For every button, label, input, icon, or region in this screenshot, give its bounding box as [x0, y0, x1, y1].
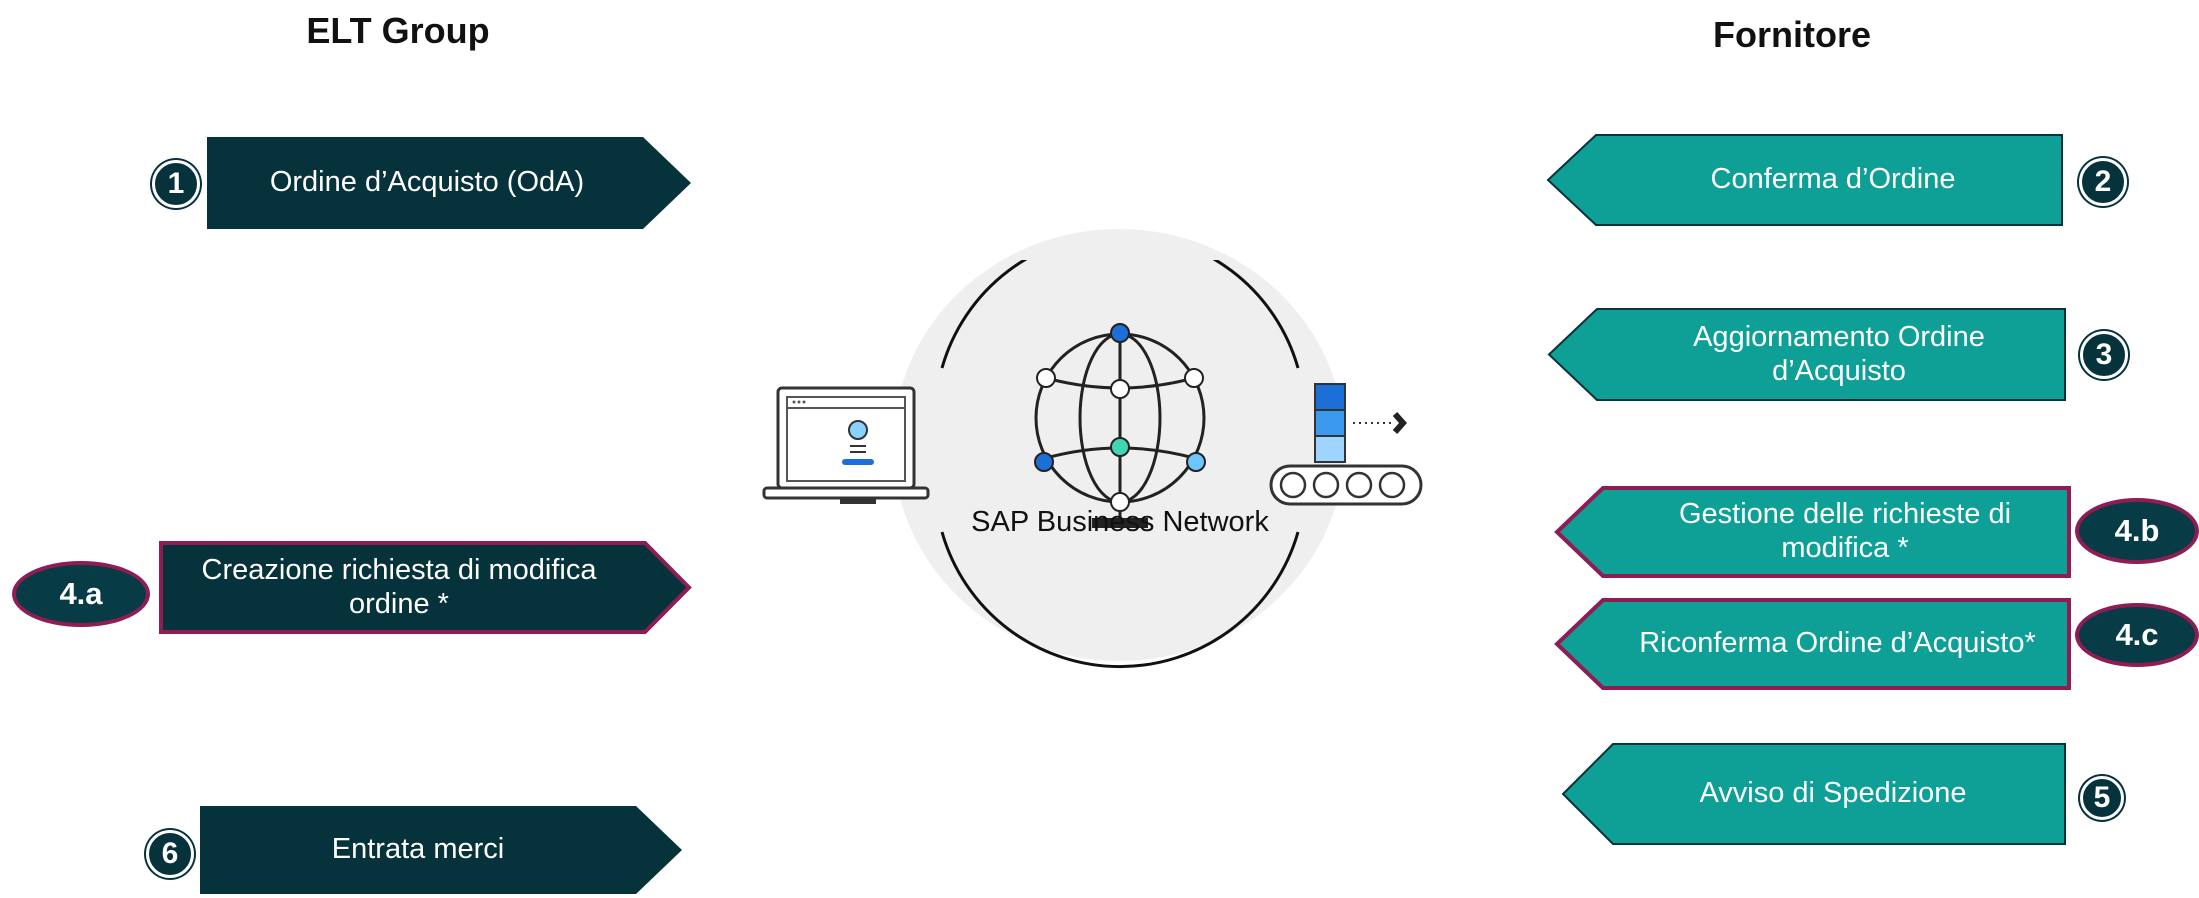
arrow-shape — [200, 806, 682, 894]
step-badge-1: 1 — [152, 160, 200, 208]
arrow-shape — [1554, 598, 2071, 690]
step-label-purchase-order: Ordine d’Acquisto (OdA) — [269, 166, 585, 199]
network-label: SAP Business Network — [971, 506, 1269, 538]
arrow-shape — [1554, 486, 2071, 578]
laptop-icon — [762, 386, 930, 504]
step-arrow-purchase-order: Ordine d’Acquisto (OdA) — [207, 137, 691, 229]
arrow-shape — [207, 137, 691, 229]
step-arrow-goods-receipt: Entrata merci — [200, 806, 682, 898]
step-arrow-change-request: Creazione richiesta di modifica ordine * — [159, 541, 692, 634]
step-badge-5: 5 — [2080, 776, 2124, 820]
step-label-change-management: Gestione delle richieste di modifica * — [1678, 498, 2012, 564]
elt-group-header: ELT Group — [306, 10, 490, 51]
arrow-shape — [1546, 134, 2063, 226]
conveyor-shipment-icon — [1269, 383, 1423, 506]
arrow-shape — [159, 541, 692, 634]
globe-network-icon — [1034, 323, 1206, 528]
step-badge-6: 6 — [146, 830, 194, 878]
arrow-shape — [1561, 743, 2066, 845]
supplier-header: Fornitore — [1713, 14, 1871, 55]
step-label-goods-receipt: Entrata merci — [331, 833, 505, 866]
step-arrow-reconfirmation: Riconferma Ordine d’Acquisto* — [1554, 598, 2071, 690]
step-arrow-order-confirmation: Conferma d’Ordine — [1546, 134, 2063, 226]
step-label-reconfirmation: Riconferma Ordine d’Acquisto* — [1639, 627, 2036, 660]
step-badge-3: 3 — [2080, 331, 2128, 379]
step-badge-2: 2 — [2079, 158, 2127, 206]
step-badge-4c: 4.c — [2075, 603, 2199, 667]
lower-arc — [940, 531, 1300, 669]
step-badge-4a: 4.a — [12, 561, 150, 627]
arrow-shape — [1547, 308, 2066, 401]
step-arrow-change-management: Gestione delle richieste di modifica * — [1554, 486, 2071, 578]
step-label-order-confirmation: Conferma d’Ordine — [1710, 163, 1956, 196]
sap-business-network-graphic — [762, 260, 1423, 669]
step-arrow-order-update: Aggiornamento Ordine d’Acquisto — [1547, 308, 2066, 401]
upper-arc — [940, 260, 1300, 369]
step-label-shipping-notice: Avviso di Spedizione — [1699, 777, 1967, 810]
step-label-change-request: Creazione richiesta di modifica ordine * — [201, 553, 597, 620]
step-arrow-shipping-notice: Avviso di Spedizione — [1561, 743, 2066, 845]
step-badge-4b: 4.b — [2075, 498, 2199, 564]
step-label-order-update: Aggiornamento Ordine d’Acquisto — [1693, 320, 1985, 387]
